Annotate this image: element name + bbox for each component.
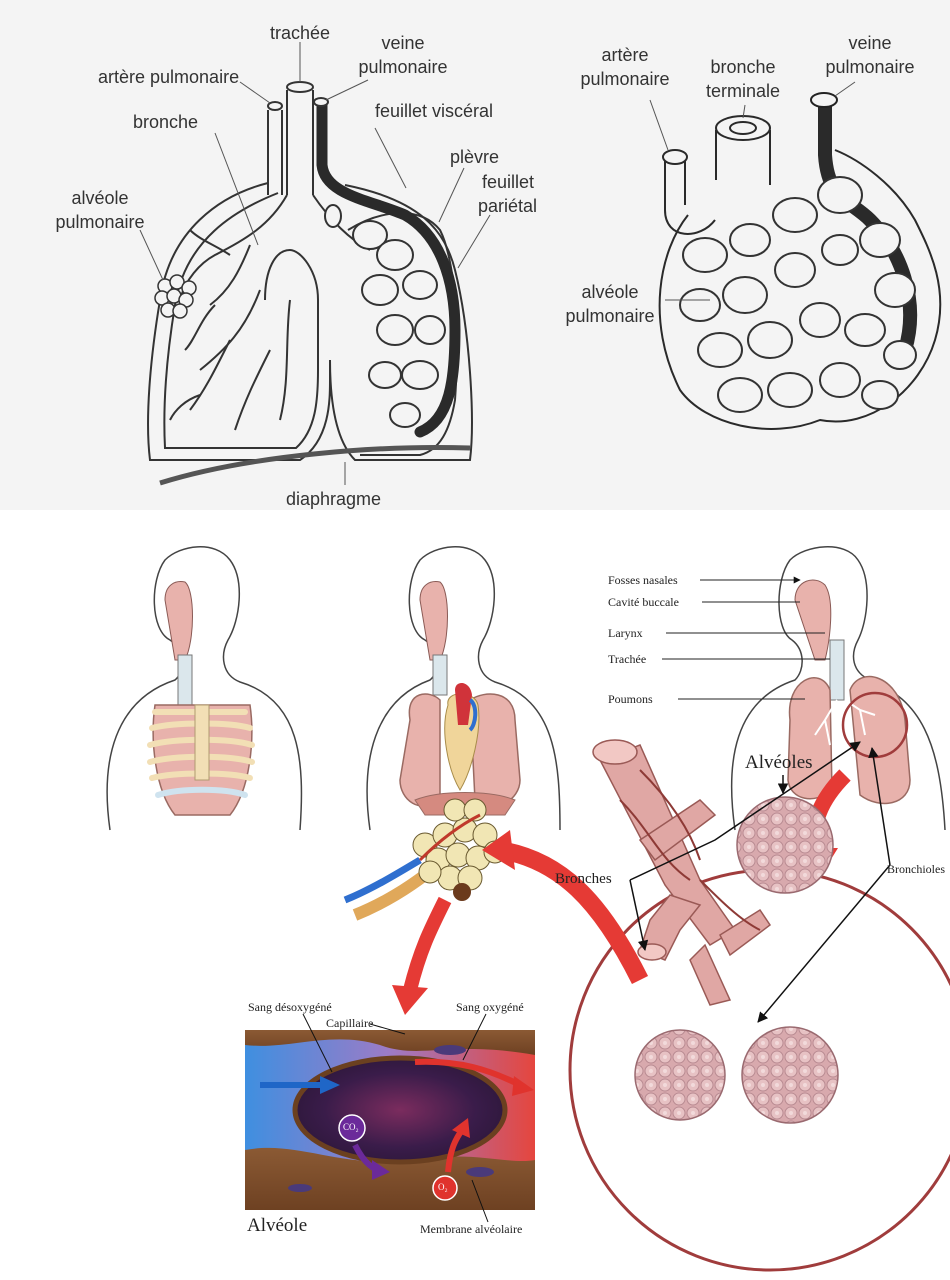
alveolar-cluster-illustration — [345, 799, 506, 915]
label-feuillet-visceral: feuillet viscéral — [375, 100, 493, 122]
label-poumons: Poumons — [608, 692, 653, 706]
gas-exchange-panel — [245, 1030, 535, 1210]
label-alveole-right-line1: alvéole — [555, 281, 665, 303]
label-membrane-alveolaire: Membrane alvéolaire — [420, 1222, 522, 1236]
label-feuillet-line2: pariétal — [478, 195, 537, 217]
label-o2: O₂ — [438, 1182, 448, 1192]
label-alveole-line2: pulmonaire — [45, 211, 155, 233]
label-co2: CO₂ — [343, 1122, 359, 1132]
label-bronches: Bronches — [555, 870, 612, 888]
label-veine-line1: veine — [358, 32, 448, 54]
label-bronche-line1: bronche — [688, 56, 798, 78]
label-capillaire: Capillaire — [326, 1016, 373, 1030]
vein-opening — [314, 98, 328, 106]
label-artere-pulmonaire: artère pulmonaire — [98, 66, 239, 88]
label-larynx: Larynx — [608, 626, 643, 640]
label-alveole-right-line2: pulmonaire — [555, 305, 665, 327]
label-artere-line2: pulmonaire — [570, 68, 680, 90]
label-cavite-buccale: Cavité buccale — [608, 595, 679, 609]
label-bronche-line2: terminale — [688, 80, 798, 102]
ribcage — [150, 705, 252, 815]
label-bronchioles: Bronchioles — [887, 862, 945, 876]
label-alveole-bottom: Alvéole — [247, 1215, 307, 1237]
label-veine-line2: pulmonaire — [350, 56, 456, 78]
lungs-anatomy — [788, 677, 910, 804]
label-veine-right-line2: pulmonaire — [815, 56, 925, 78]
label-bronche: bronche — [133, 111, 198, 133]
label-veine-right-line1: veine — [815, 32, 925, 54]
label-plevre: plèvre — [450, 146, 499, 168]
red-arrow-down-small — [410, 900, 445, 990]
label-alveole-line1: alvéole — [45, 187, 155, 209]
label-trachee-anatomy: Trachée — [608, 652, 646, 666]
label-artere-line1: artère — [570, 44, 680, 66]
label-trachee: trachée — [260, 22, 340, 44]
label-sang-desoxygene: Sang désoxygéné — [248, 1000, 332, 1014]
label-feuillet-line1: feuillet — [482, 171, 534, 193]
label-fosses-nasales: Fosses nasales — [608, 573, 678, 587]
label-diaphragme: diaphragme — [286, 488, 381, 510]
label-alveoles: Alvéoles — [745, 752, 813, 774]
label-sang-oxygene: Sang oxygéné — [456, 1000, 524, 1014]
